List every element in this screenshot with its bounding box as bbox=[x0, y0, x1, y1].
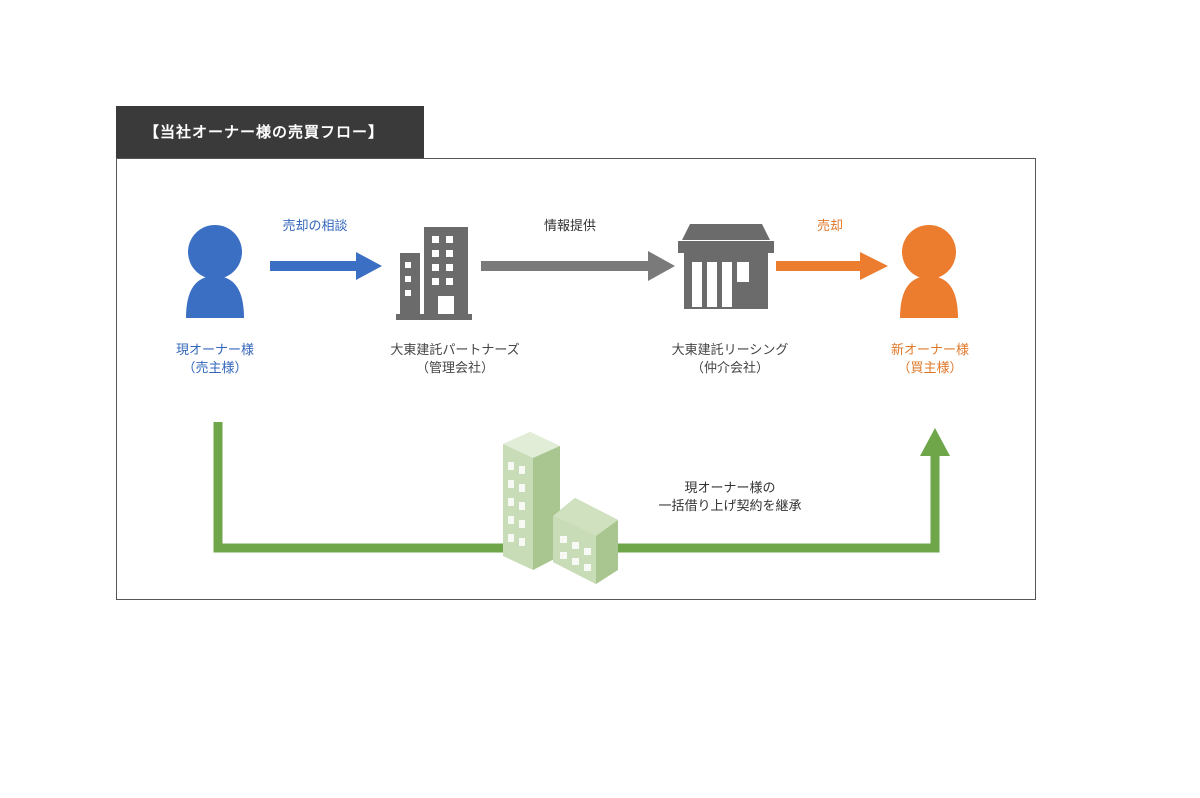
manager-name: 大東建託パートナーズ bbox=[390, 343, 520, 358]
seller-label: 現オーナー様 （売主様） bbox=[150, 342, 280, 378]
buyer-person-icon bbox=[900, 225, 958, 318]
buyer-name: 新オーナー様 bbox=[890, 343, 969, 358]
broker-role: （仲介会社） bbox=[690, 361, 769, 376]
broker-label: 大東建託リーシング （仲介会社） bbox=[645, 342, 815, 378]
proposal-line1: 現オーナー様の bbox=[684, 481, 776, 496]
info-label: 情報提供 bbox=[543, 219, 596, 234]
proposal-line2: 一括借り上げ契約を継承 bbox=[658, 499, 802, 514]
consult-arrow bbox=[270, 252, 382, 280]
sale-label: 売却 bbox=[816, 219, 843, 234]
sale-arrow bbox=[776, 252, 888, 280]
buyer-role: （買主様） bbox=[897, 361, 963, 376]
consult-label: 売却の相談 bbox=[282, 219, 348, 234]
seller-person-icon bbox=[186, 225, 244, 318]
seller-role: （売主様） bbox=[182, 361, 248, 376]
office-building-icon bbox=[396, 227, 472, 320]
manager-role: （管理会社） bbox=[415, 361, 494, 376]
diagram-title: 【当社オーナー様の売買フロー】 bbox=[116, 106, 424, 158]
manager-label: 大東建託パートナーズ （管理会社） bbox=[370, 342, 540, 378]
broker-name: 大東建託リーシング bbox=[671, 343, 789, 358]
shop-building-icon bbox=[678, 224, 774, 309]
apartment-buildings-icon bbox=[503, 432, 618, 584]
buyer-label: 新オーナー様 （買主様） bbox=[865, 342, 995, 378]
info-arrow bbox=[481, 251, 675, 281]
proposal-label: 現オーナー様の 一括借り上げ契約を継承 bbox=[620, 480, 840, 516]
seller-name: 現オーナー様 bbox=[175, 343, 254, 358]
